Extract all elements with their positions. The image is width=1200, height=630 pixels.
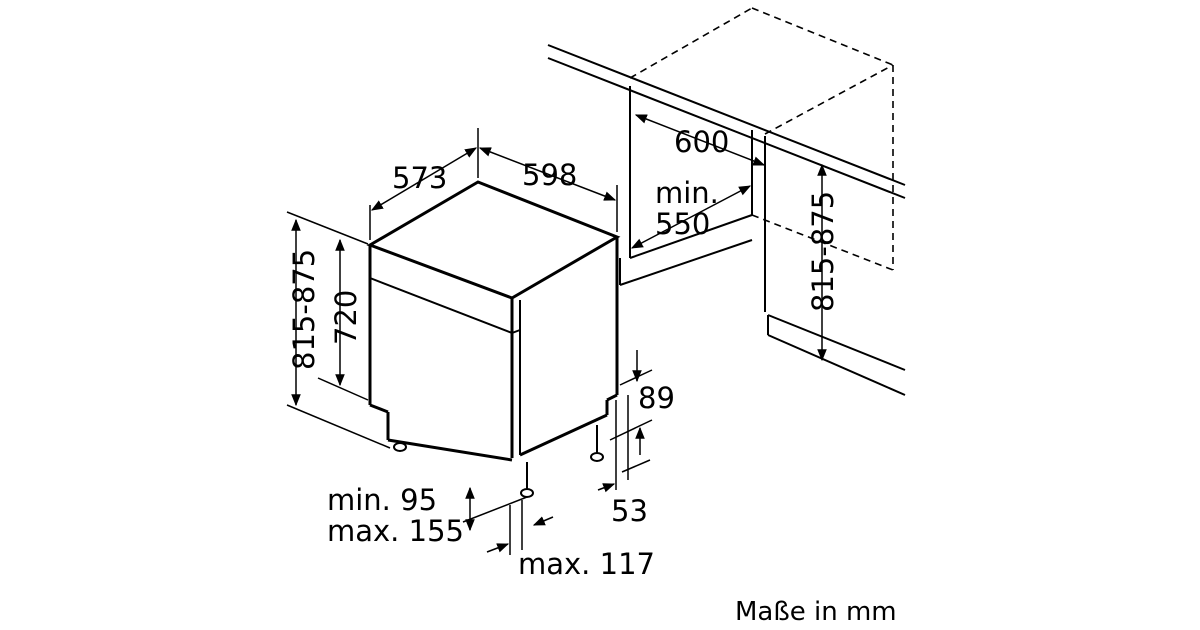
dimension-lines <box>286 114 827 555</box>
foot-max-label: max. 155 <box>327 514 464 548</box>
foot-min-label: min. 95 <box>327 483 437 517</box>
foot-icon <box>393 442 407 452</box>
foot-offset-label: max. 117 <box>518 547 655 581</box>
niche-depth-min-label: min. <box>655 176 719 210</box>
foot-icon <box>590 452 604 462</box>
dishwasher-body <box>366 180 621 498</box>
cabinet-niche <box>547 7 906 396</box>
niche-width-label: 600 <box>674 125 729 159</box>
plinth-depth-label: 53 <box>611 494 648 528</box>
plinth-height-label: 89 <box>638 381 675 415</box>
units-caption: Maße in mm <box>735 597 897 627</box>
foot-icon <box>520 488 534 498</box>
niche-depth-value-label: 550 <box>655 207 710 241</box>
body-height-label: 720 <box>329 290 363 345</box>
height-range-left-label: 815-875 <box>287 249 321 370</box>
depth-label: 573 <box>392 161 447 195</box>
niche-height-label: 815-875 <box>806 191 840 312</box>
width-label: 598 <box>522 158 577 192</box>
